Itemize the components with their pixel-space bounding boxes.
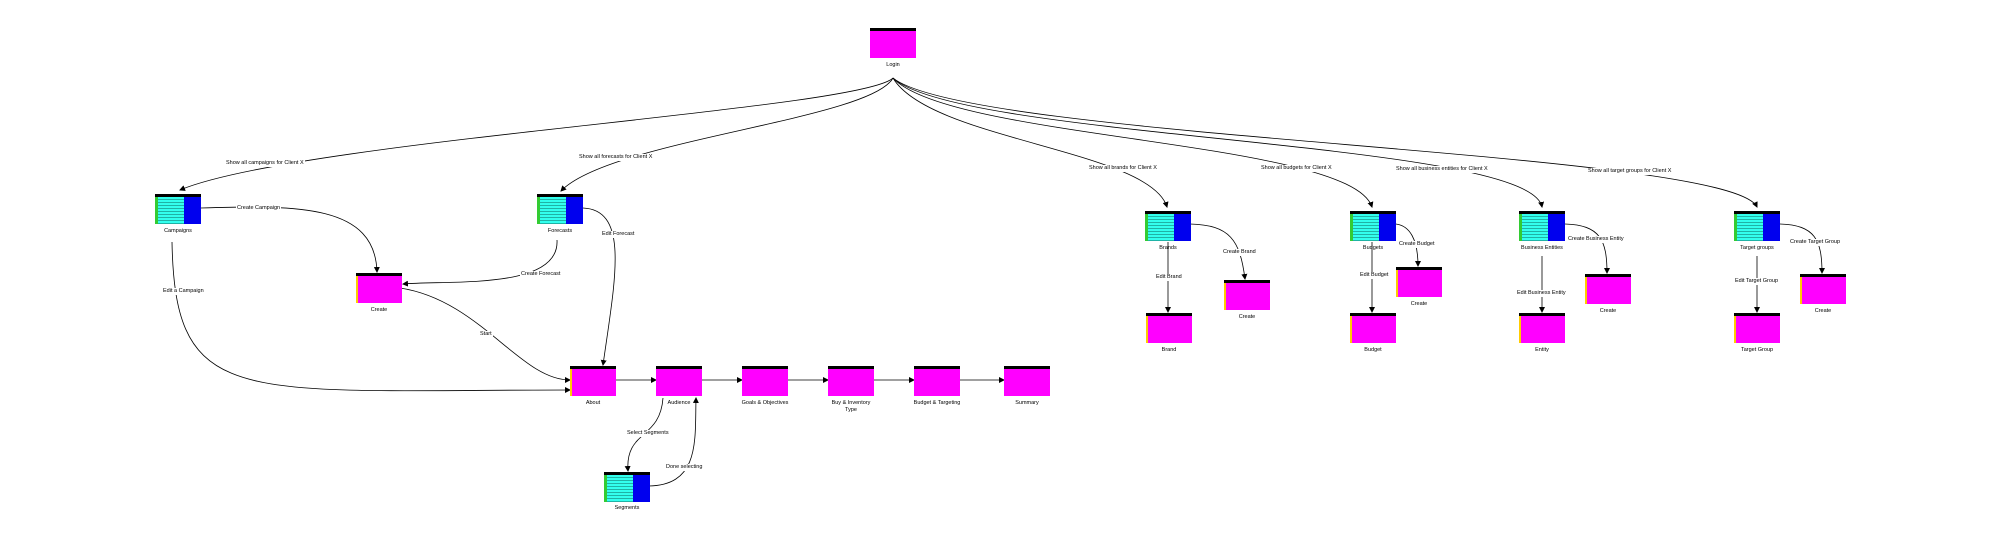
login-screen-node[interactable] — [870, 28, 916, 58]
edge-label-show-forecasts: Show all forecasts for Client X — [578, 154, 654, 161]
target-create-screen-node[interactable] — [1800, 274, 1846, 304]
target-groups-label: Target groups — [1740, 245, 1774, 251]
edge-label-done-selecting: Done selecting — [665, 464, 704, 471]
brand-create-label: Create — [1238, 314, 1256, 320]
forecasts-list-node[interactable] — [537, 194, 583, 224]
edge-label-create-campaign: Create Campaign — [236, 205, 282, 212]
create-campaign-screen-node[interactable] — [356, 273, 402, 303]
goals-screen-node[interactable] — [742, 366, 788, 396]
edge-label-select-segments: Select Segments — [626, 430, 670, 437]
edge-label-create-forecast: Create Forecast — [520, 271, 562, 278]
budget-targeting-label: Budget & Targeting — [913, 400, 961, 406]
edge-start — [399, 287, 571, 383]
audience-label: Audience — [667, 400, 691, 406]
edge-create-target — [1779, 223, 1825, 274]
brands-list-node[interactable] — [1145, 211, 1191, 241]
edge-show-budgets — [892, 77, 1374, 208]
budget-targeting-screen-node[interactable] — [914, 366, 960, 396]
segments-list-node[interactable] — [604, 472, 650, 502]
login-label: Login — [886, 62, 900, 68]
entity-label: Entity — [1535, 347, 1549, 353]
create-campaign-label: Create — [370, 307, 388, 313]
about-label: About — [585, 400, 601, 406]
edge-edit-forecast — [582, 207, 616, 366]
campaigns-label: Campaigns — [164, 228, 192, 234]
edge-edit-campaign — [171, 241, 571, 394]
entity-screen-node[interactable] — [1519, 313, 1565, 343]
edge-label-show-campaigns: Show all campaigns for Client X — [225, 160, 305, 167]
entity-create-screen-node[interactable] — [1585, 274, 1631, 304]
budget-label: Budget — [1364, 347, 1382, 353]
brand-screen-node[interactable] — [1146, 313, 1192, 343]
edge-label-edit-target: Edit Target Group — [1734, 278, 1780, 285]
edge-create-brand — [1189, 223, 1248, 280]
edge-show-business — [892, 77, 1545, 208]
edge-label-create-brand: Create Brand — [1222, 249, 1257, 256]
edge-label-edit-campaign: Edit a Campaign — [162, 288, 205, 295]
target-group-label: Target Group — [1740, 347, 1774, 353]
budget-create-screen-node[interactable] — [1396, 267, 1442, 297]
edge-label-show-brands: Show all brands for Client X — [1088, 165, 1158, 172]
brands-label: Brands — [1159, 245, 1177, 251]
target-groups-list-node[interactable] — [1734, 211, 1780, 241]
edge-show-targets — [892, 77, 1758, 208]
edge-create-campaign — [200, 206, 380, 273]
edge-show-campaigns — [179, 77, 894, 191]
target-create-label: Create — [1814, 308, 1832, 314]
edge-label-show-targets: Show all target groups for Client X — [1587, 168, 1673, 175]
budget-screen-node[interactable] — [1350, 313, 1396, 343]
target-group-screen-node[interactable] — [1734, 313, 1780, 343]
buy-screen-node[interactable] — [828, 366, 874, 396]
edge-label-start: Start — [479, 331, 493, 338]
edge-create-forecast — [402, 239, 558, 287]
summary-screen-node[interactable] — [1004, 366, 1050, 396]
segments-label: Segments — [614, 505, 640, 511]
audience-screen-node[interactable] — [656, 366, 702, 396]
edge-label-edit-budget: Edit Budget — [1359, 272, 1390, 279]
entity-create-label: Create — [1599, 308, 1617, 314]
buy-label: Buy & Inventory Type — [831, 400, 871, 413]
edge-label-create-entity: Create Business Entity — [1567, 236, 1625, 243]
brand-label: Brand — [1161, 347, 1177, 353]
edge-create-budget — [1394, 223, 1421, 267]
business-entities-list-node[interactable] — [1519, 211, 1565, 241]
budget-create-label: Create — [1410, 301, 1428, 307]
edge-done-selecting — [648, 397, 699, 487]
budgets-label: Budgets — [1362, 245, 1384, 251]
edge-label-edit-brand: Edit Brand — [1155, 274, 1183, 281]
summary-label: Summary — [1015, 400, 1039, 406]
brand-create-screen-node[interactable] — [1224, 280, 1270, 310]
forecasts-label: Forecasts — [547, 228, 573, 234]
edge-show-forecasts — [560, 77, 894, 192]
edge-label-create-budget: Create Budget — [1398, 241, 1436, 248]
edge-label-create-target: Create Target Group — [1789, 239, 1842, 246]
budgets-list-node[interactable] — [1350, 211, 1396, 241]
business-entities-label: Business Entities — [1521, 245, 1563, 251]
about-screen-node[interactable] — [570, 366, 616, 396]
edge-show-brands — [892, 77, 1169, 208]
edge-label-edit-forecast: Edit Forecast — [601, 231, 636, 238]
edge-label-show-budgets: Show all budgets for Client X — [1260, 165, 1333, 172]
edge-label-show-business: Show all business entities for Client X — [1395, 166, 1489, 173]
edge-label-edit-entity: Edit Business Entity — [1516, 290, 1567, 297]
goals-label: Goals & Objectives — [741, 400, 789, 406]
campaigns-list-node[interactable] — [155, 194, 201, 224]
